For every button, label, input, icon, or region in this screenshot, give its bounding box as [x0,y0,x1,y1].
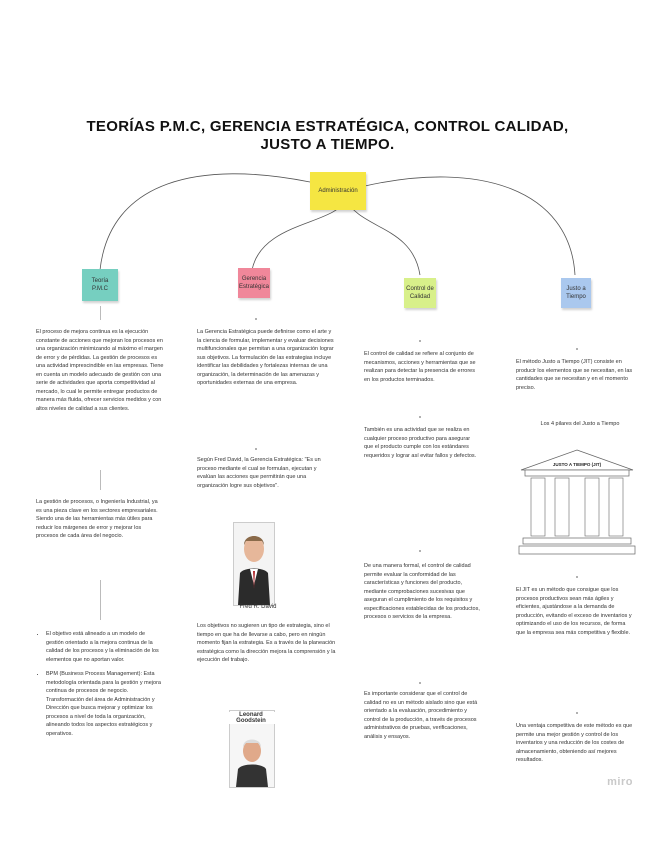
connector-dot [419,340,421,342]
paragraph: El JIT es un método que consigue que los… [516,586,636,637]
title-line-1: TEORÍAS P.M.C, GERENCIA ESTRATÉGICA, CON… [0,118,655,136]
paragraph: El proceso de mejora continua es la ejec… [36,328,164,413]
paragraph: También es una actividad que se realiza … [364,426,480,460]
center-node-label: Administración [318,187,357,195]
text-block-gerencia-2: Según Fred David, la Gerencia Estratégic… [197,456,337,498]
branch-node-gerencia-estrategica[interactable]: Gerencia Estratégica [238,268,270,298]
connector-dot [419,550,421,552]
paragraph: La Gerencia Estratégica puede definirse … [197,328,337,388]
temple-diagram: JUSTO A TIEMPO (JIT) [517,446,637,558]
text-block-calidad-3: De una manera formal, el control de cali… [364,562,480,630]
paragraph: Los objetivos no sugieren un tipo de est… [197,622,337,665]
title-line-2: JUSTO A TIEMPO. [0,136,655,154]
branch-label: Control de Calidad [406,285,434,301]
connector-dot [419,682,421,684]
portrait-image [234,523,274,605]
paragraph: La gestión de procesos, o Ingeniería Ind… [36,498,164,541]
temple-diagram-title: Los 4 pilares del Justo a Tiempo [530,420,630,429]
text-block-jit-2: El JIT es un método que consigue que los… [516,586,636,645]
branch-label: Teoría P.M.C [84,277,116,293]
text-block-calidad-2: También es una actividad que se realiza … [364,426,480,468]
text-block-calidad-4: Es importante considerar que el control … [364,690,480,749]
text-block-gerencia-1: La Gerencia Estratégica puede definirse … [197,328,337,396]
photo-caption-leonard-goodstein: Leonard Goodstein [226,712,276,724]
text-block-pmc-list: El objetivo está alineado a un modelo de… [36,630,164,744]
list-item: El objetivo está alineado a un modelo de… [46,630,164,664]
connector-tick [100,470,101,490]
photo-caption-fred-david: Fred R. David [238,604,278,610]
photo-fred-david [233,522,275,606]
branch-node-control-calidad[interactable]: Control de Calidad [404,278,436,308]
temple-roof-label: JUSTO A TIEMPO (JIT) [537,462,617,467]
branch-node-teoria-pmc[interactable]: Teoría P.M.C [82,269,118,301]
connector-dot [576,712,578,714]
branch-label: Gerencia Estratégica [239,275,269,291]
temple-title: Los 4 pilares del Justo a Tiempo [541,421,620,427]
text-block-gerencia-3: Los objetivos no sugieren un tipo de est… [197,622,337,673]
miro-watermark: miro [607,776,633,788]
branch-node-justo-tiempo[interactable]: Justo a Tiempo [561,278,591,308]
connector-tick [100,580,101,620]
text-block-jit-3: Una ventaja competitiva de este método e… [516,722,636,773]
connector-dot [576,348,578,350]
paragraph: El método Justo a Tiempo (JIT) consiste … [516,358,636,392]
text-block-jit-1: El método Justo a Tiempo (JIT) consiste … [516,358,636,400]
connector-dot [419,416,421,418]
connector-dot [255,318,257,320]
paragraph: Según Fred David, la Gerencia Estratégic… [197,456,337,490]
bullet-list: El objetivo está alineado a un modelo de… [36,630,164,738]
text-block-pmc-2: La gestión de procesos, o Ingeniería Ind… [36,498,164,549]
paragraph: Es importante considerar que el control … [364,690,480,741]
paragraph: Una ventaja competitiva de este método e… [516,722,636,765]
branch-label: Justo a Tiempo [563,285,589,301]
paragraph: El control de calidad se refiere al conj… [364,350,480,384]
connector-dot [255,448,257,450]
center-node-administracion[interactable]: Administración [310,172,366,210]
page-title: TEORÍAS P.M.C, GERENCIA ESTRATÉGICA, CON… [0,118,655,154]
text-block-pmc-1: El proceso de mejora continua es la ejec… [36,328,164,421]
list-item: BPM (Business Process Management): Esta … [46,670,164,738]
connector-tick [100,306,101,320]
text-block-calidad-1: El control de calidad se refiere al conj… [364,350,480,392]
connector-dot [576,576,578,578]
paragraph: De una manera formal, el control de cali… [364,562,480,622]
